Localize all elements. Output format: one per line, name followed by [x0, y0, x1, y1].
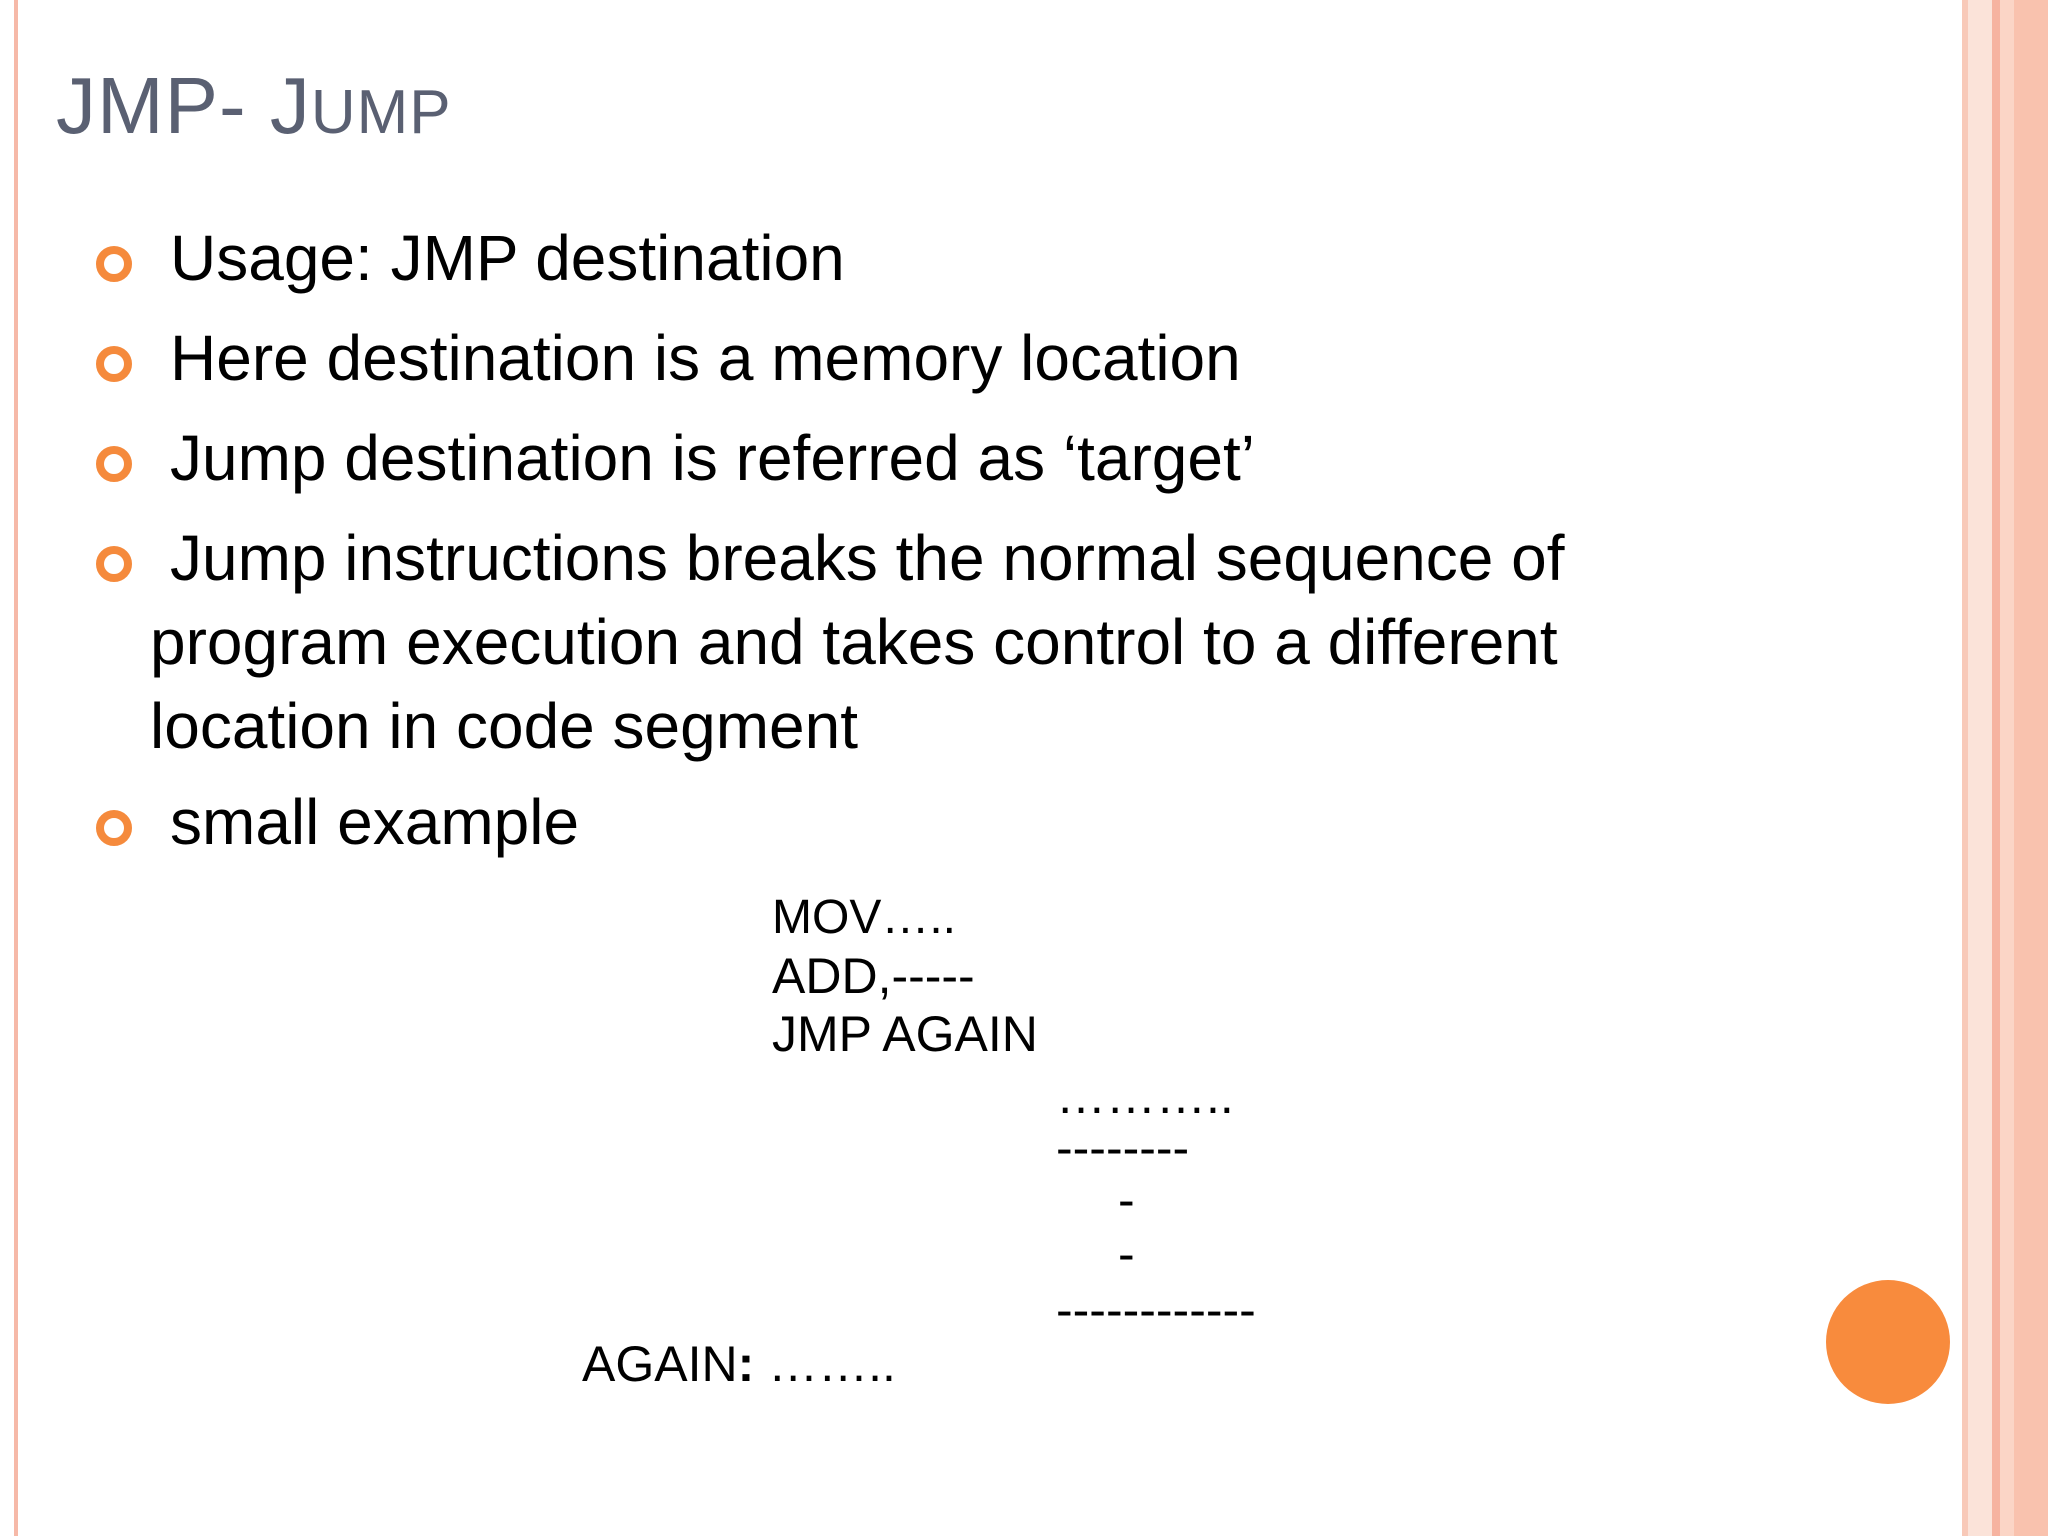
bullet-item-line: program execution and takes control to a…: [150, 606, 1558, 678]
right-border-stripe: [1962, 0, 1968, 1536]
code-label-rest: ……..: [754, 1336, 896, 1392]
title-smallcaps: UMP: [310, 78, 452, 147]
code-line: -: [1118, 1226, 1135, 1282]
bullet-item: Jump destination is referred as ‘target’: [170, 422, 1255, 494]
left-border-line: [14, 0, 18, 1536]
code-label-line: AGAIN: ……..: [582, 1336, 896, 1392]
code-line: JMP AGAIN: [772, 1006, 1038, 1062]
bullet-ring-icon: [96, 346, 132, 382]
code-line: ------------: [1056, 1282, 1256, 1338]
code-line: --------: [1056, 1120, 1190, 1176]
code-label-colon: :: [737, 1336, 755, 1392]
bullet-item: Usage: JMP destination: [170, 222, 845, 294]
right-border-stripe: [1968, 0, 1992, 1536]
bullet-ring-icon: [96, 810, 132, 846]
right-border-stripe: [2014, 0, 2048, 1536]
bullet-item: Jump instructions breaks the normal sequ…: [150, 516, 1730, 768]
right-border-stripe: [1992, 0, 2000, 1536]
bullet-item: Here destination is a memory location: [170, 322, 1241, 394]
title-main: JMP- J: [56, 61, 311, 150]
bullet-item: small example: [170, 786, 580, 858]
bullet-item-line: location in code segment: [150, 690, 858, 762]
code-label: AGAIN: [582, 1336, 738, 1392]
code-line: ………..: [1056, 1068, 1234, 1124]
accent-circle: [1826, 1280, 1950, 1404]
bullet-ring-icon: [96, 546, 132, 582]
bullet-ring-icon: [96, 446, 132, 482]
code-line: MOV…..: [772, 891, 957, 944]
bullet-item-line: Jump instructions breaks the normal sequ…: [170, 522, 1565, 594]
right-border-stripe: [2000, 0, 2014, 1536]
slide-title: JMP- JUMP: [56, 60, 452, 152]
bullet-ring-icon: [96, 246, 132, 282]
code-line: ADD,-----: [772, 948, 975, 1004]
code-line: -: [1118, 1172, 1135, 1228]
